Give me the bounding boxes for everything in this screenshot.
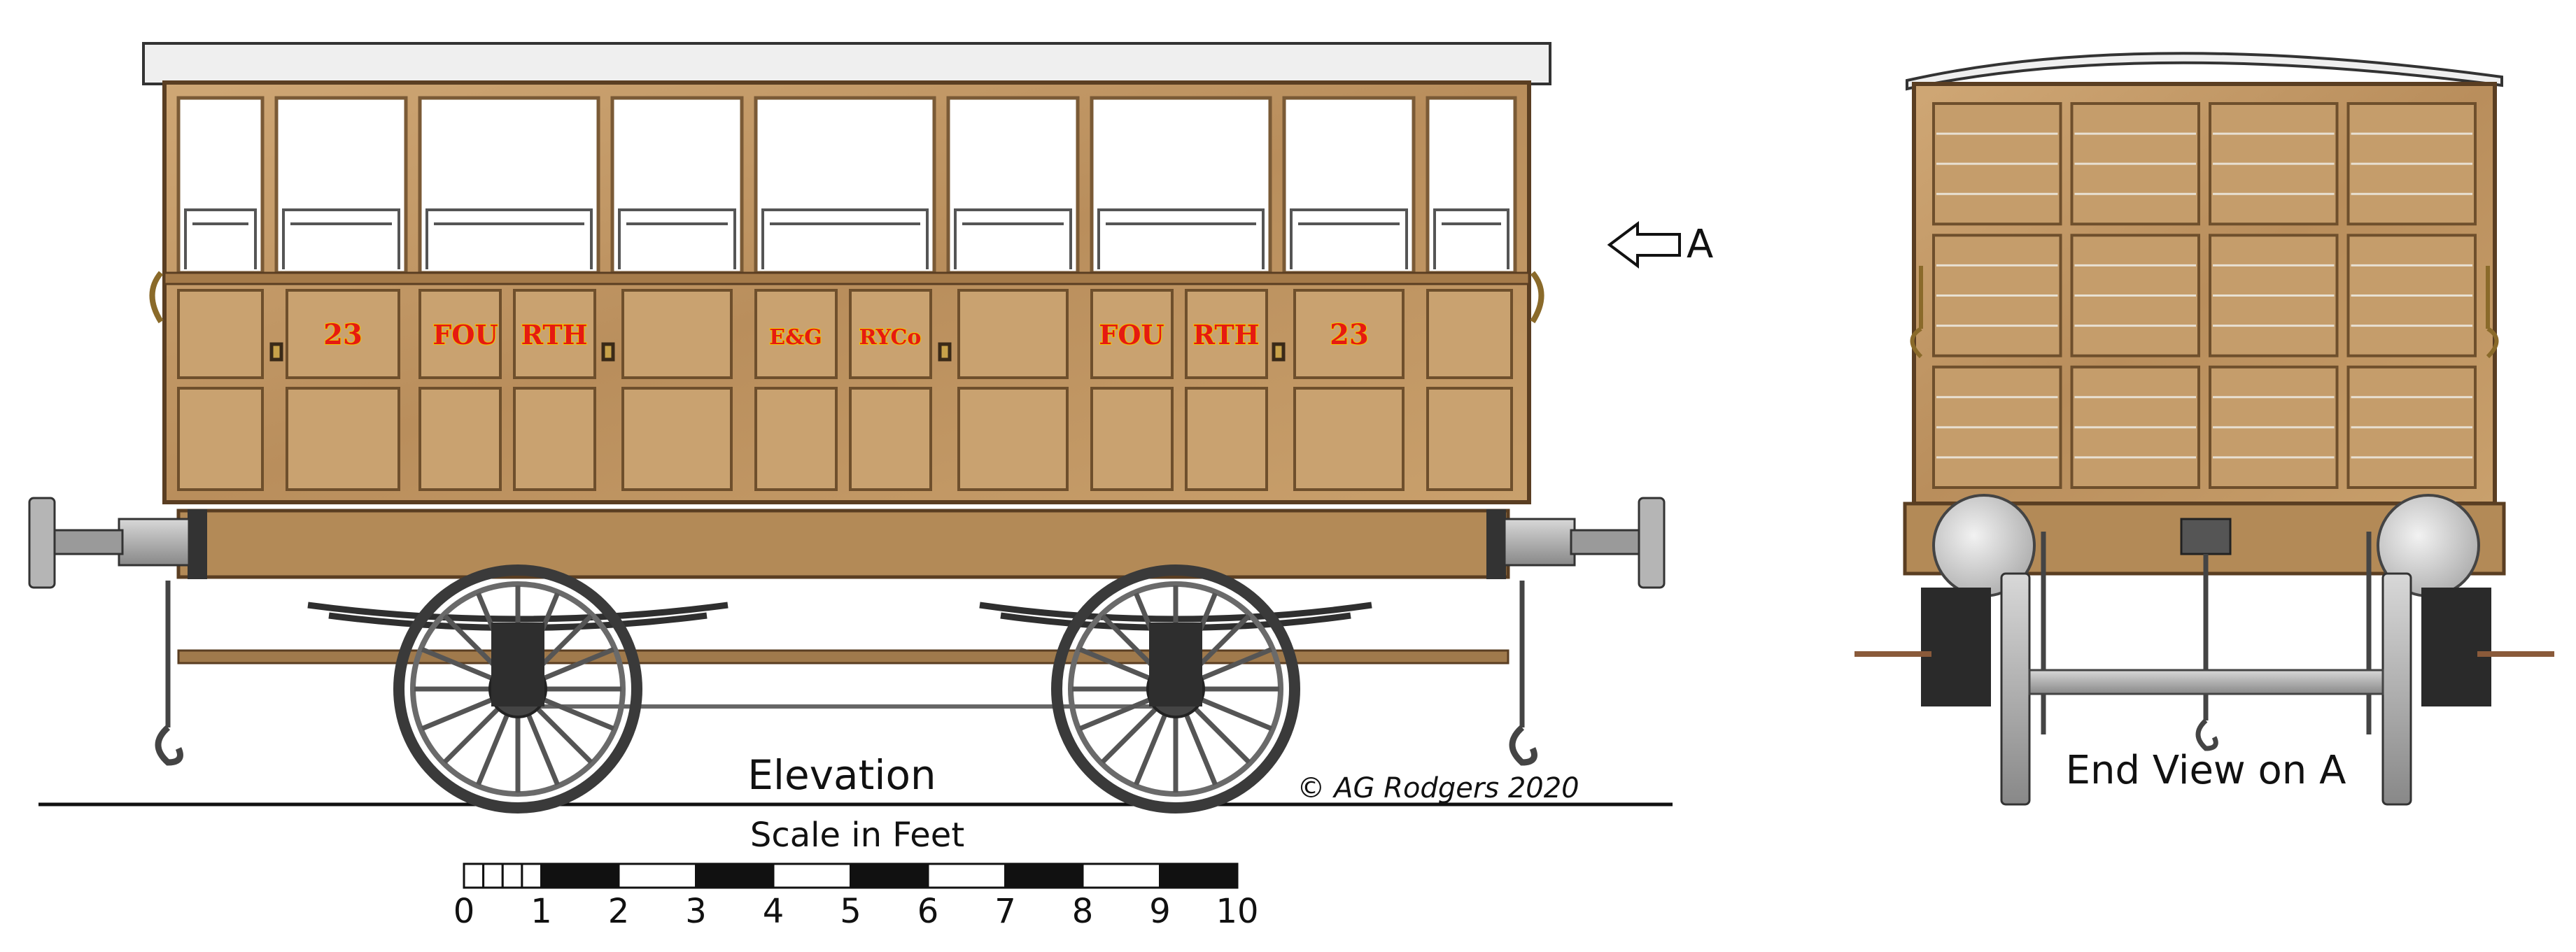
- headstock-left: [188, 509, 207, 579]
- end-roof: [1906, 52, 2503, 91]
- end-lamp-iron-right: [2486, 266, 2499, 359]
- scale-bar: Scale in Feet 0 1 2 3 4 5 6 7 8 9 10: [453, 816, 1259, 931]
- headstock-right: [1486, 509, 1506, 579]
- end-view: End View on A: [1854, 52, 2554, 806]
- class-left-b-text: RTH: [521, 319, 587, 350]
- class-left-a-text: FOU: [432, 319, 498, 350]
- wheel-right: [1051, 564, 1300, 814]
- grab-handle-left: [149, 271, 164, 324]
- lower-panels: [177, 289, 1513, 491]
- wheel-left: [393, 564, 642, 814]
- solebar: [176, 509, 1510, 579]
- end-view-title: End View on A: [2066, 748, 2346, 793]
- waist-rail: [163, 271, 1530, 285]
- end-coupling-plate: [2180, 518, 2232, 555]
- scale-tick-label: 0: [453, 892, 475, 931]
- scale-tick-label: 3: [685, 892, 707, 931]
- scale-labels: 0 1 2 3 4 5 6 7 8 9 10: [453, 892, 1259, 931]
- scale-tick-label: 8: [1072, 892, 1094, 931]
- end-wheel-left: [1921, 572, 2031, 806]
- scale-tick-label: 6: [917, 892, 939, 931]
- class-right-a-text: FOU: [1099, 319, 1164, 350]
- scale-title: Scale in Feet: [750, 816, 964, 855]
- scale-tick-label: 5: [840, 892, 861, 931]
- grab-handle-right: [1530, 271, 1544, 324]
- buffer-right: [1503, 497, 1666, 589]
- company-a-text: E&G: [769, 325, 822, 350]
- company-b-text: RYCo: [859, 325, 922, 350]
- scale-tick-label: 4: [763, 892, 784, 931]
- panel-lettering: 23 FOU RTH E&G RYCo FOU RTH 23: [323, 318, 1370, 352]
- view-arrow-label: A: [1687, 222, 1713, 267]
- end-wheel-right: [2381, 572, 2491, 806]
- scale-tick-label: 1: [530, 892, 552, 931]
- end-panels: [1932, 102, 2477, 490]
- door-handles: [269, 342, 1286, 362]
- scale-tick-label: 9: [1149, 892, 1171, 931]
- class-right-b-text: RTH: [1192, 319, 1259, 350]
- scale-tick-label: 10: [1216, 892, 1258, 931]
- coupling-chain-left: [155, 581, 183, 766]
- elevation-title: Elevation: [747, 751, 936, 799]
- seat-backs: [184, 208, 1509, 269]
- roof: [142, 42, 1551, 85]
- scale-tick-label: 2: [608, 892, 630, 931]
- end-axle: [2028, 669, 2384, 695]
- scale-tick-label: 7: [994, 892, 1016, 931]
- copyright-text: © AG Rodgers 2020: [1297, 772, 1579, 804]
- scale-segments: [463, 862, 1239, 889]
- footboard: [177, 649, 1509, 665]
- coupling-chain-right: [1509, 581, 1537, 766]
- elevation-view: 23 FOU RTH E&G RYCo FOU RTH 23: [28, 42, 1713, 814]
- view-arrow-icon: [1607, 221, 1681, 269]
- buffer-left: [28, 497, 190, 589]
- window-openings: [176, 96, 1517, 275]
- end-lamp-iron-left: [1910, 266, 1923, 359]
- leaf-springs: [307, 602, 1372, 631]
- right-number-text: 23: [1330, 318, 1369, 351]
- left-number-text: 23: [323, 318, 363, 351]
